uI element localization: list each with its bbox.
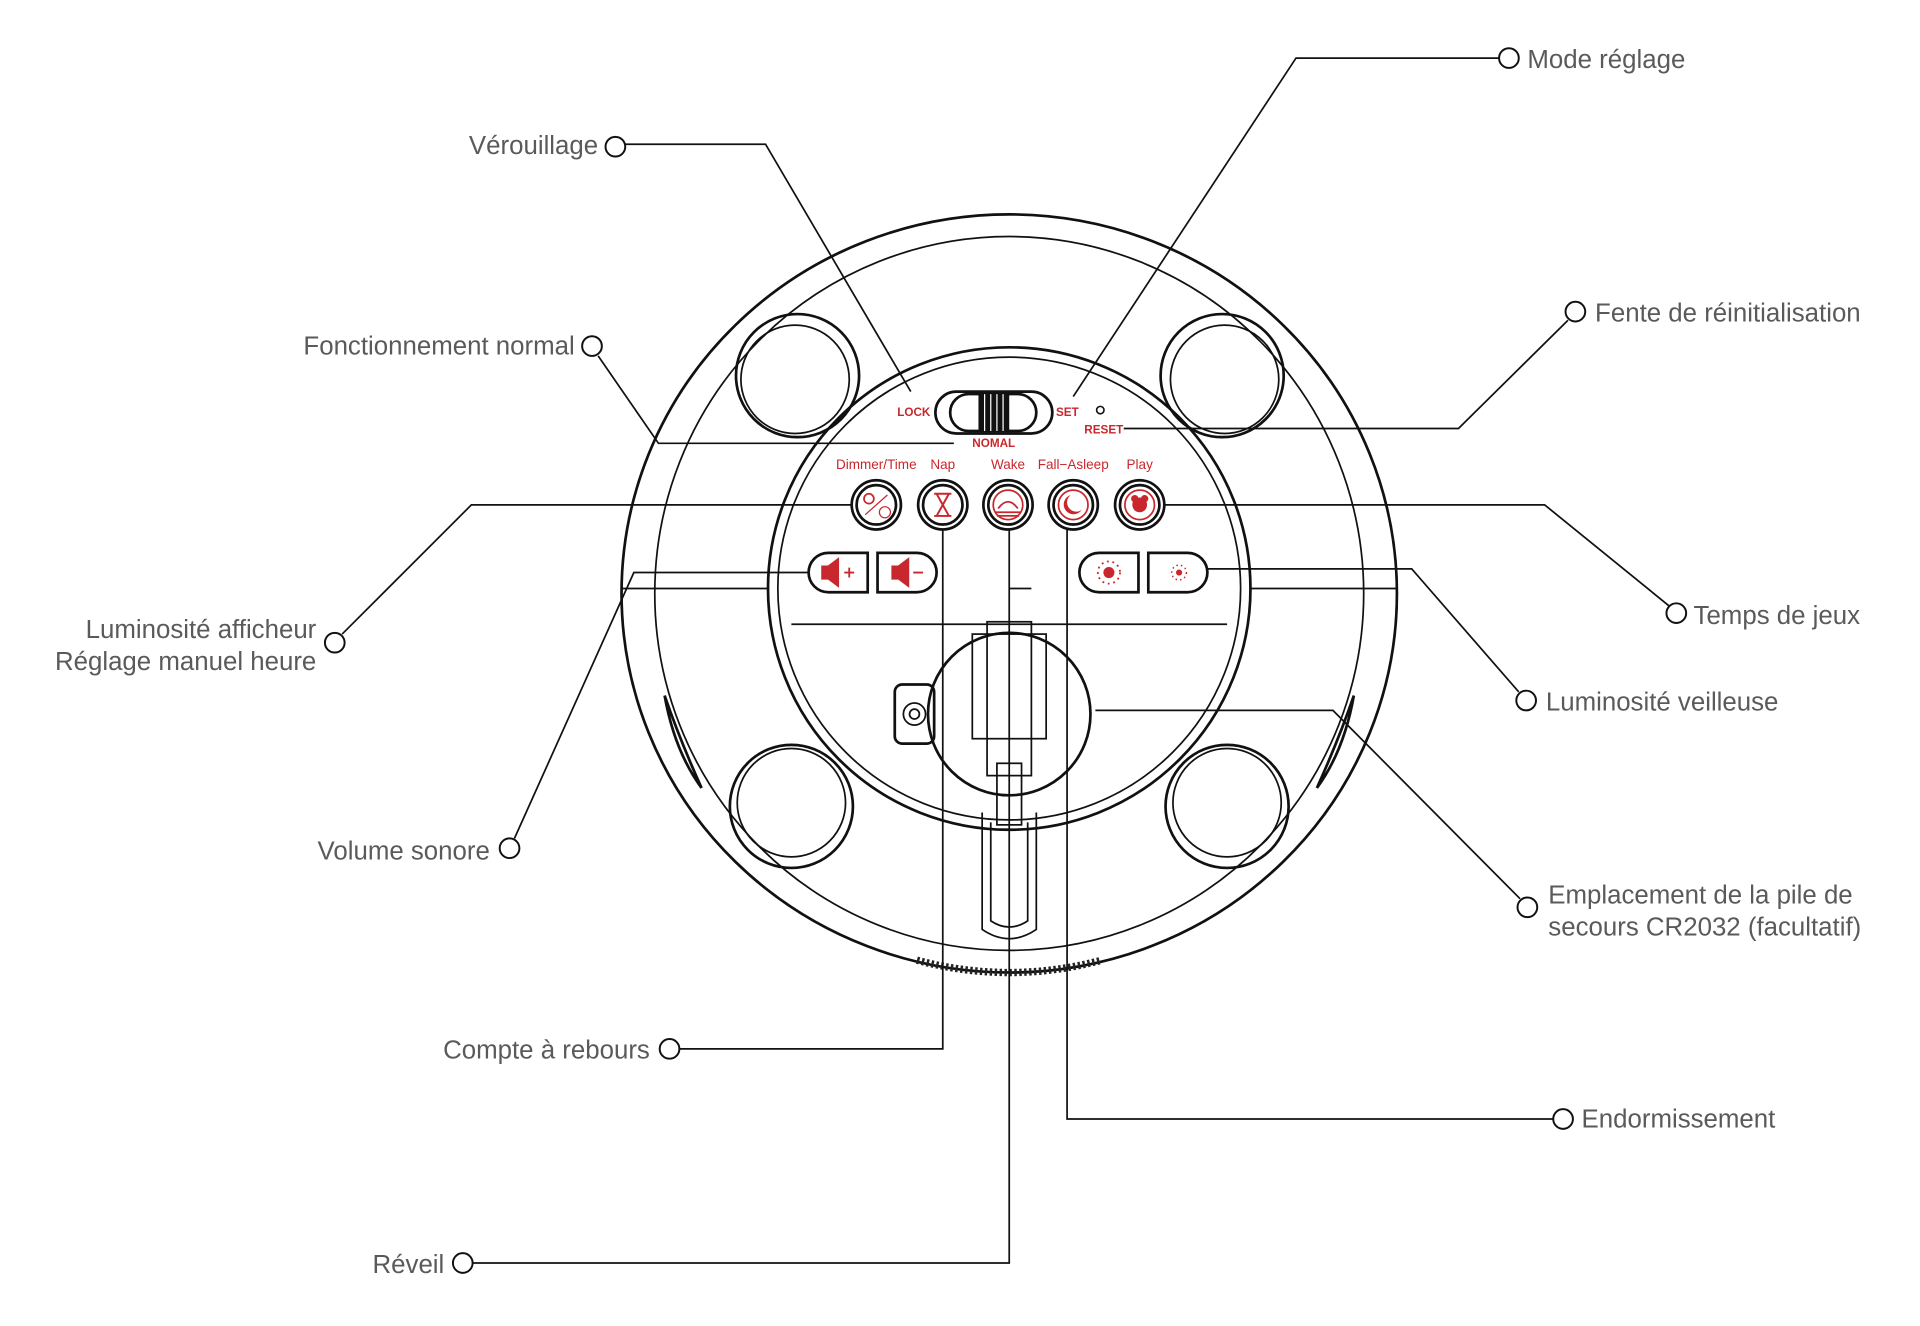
callout-luminosite-veilleuse: Luminosité veilleuse [1546,688,1779,716]
callout-reglage-manuel-heure: Réglage manuel heure [55,648,316,676]
normal-label: NOMAL [972,437,1015,450]
dimmer-time-button[interactable] [850,478,903,531]
volume-up-button[interactable] [807,551,870,594]
foot [1159,312,1286,439]
callout-dot [581,335,603,357]
callout-temps-de-jeux: Temps de jeux [1694,602,1861,630]
speaker-minus-icon [891,557,924,588]
callout-dot [1515,689,1537,712]
callout-dot [604,135,627,158]
callout-dot [1665,602,1688,624]
callout-luminosite-afficheur: Luminosité afficheur [86,616,317,644]
callout-endormissement: Endormissement [1582,1106,1776,1134]
mode-switch[interactable] [934,390,1054,435]
device-body: LOCK SET NOMAL RESET Dimmer/Time Nap Wak… [620,213,1399,977]
wake-button[interactable] [982,478,1034,531]
callout-dot [323,631,346,654]
foot [1164,743,1290,870]
wake-label: Wake [991,457,1025,472]
foot [728,743,855,870]
callout-pile-line1: Emplacement de la pile de [1548,882,1852,910]
sun-large-icon [1096,560,1121,585]
callout-dot [658,1038,681,1060]
speaker-plus-icon [821,557,855,588]
nap-button[interactable] [916,478,969,531]
volume-down-button[interactable] [876,551,938,594]
callout-reveil: Réveil [373,1251,445,1279]
sunrise-icon [992,489,1024,521]
sun-clock-icon [863,492,892,519]
callout-dot [1552,1108,1574,1130]
callout-verrouillage: Vérouillage [469,132,598,160]
callout-dot [1516,896,1539,919]
callout-fonctionnement-normal: Fonctionnement normal [303,333,574,361]
lock-label: LOCK [897,406,931,419]
nap-label: Nap [930,457,955,472]
reset-label: RESET [1084,423,1124,436]
callout-fente-reinitialisation: Fente de réinitialisation [1595,299,1861,327]
reset-hole[interactable] [1095,405,1105,415]
foot [734,312,861,439]
play-label: Play [1127,457,1154,472]
sun-small-icon [1170,564,1188,581]
puzzle-icon [1124,489,1156,521]
callout-volume-sonore: Volume sonore [318,837,490,865]
dimmer-time-label: Dimmer/Time [836,457,917,472]
callout-dot [498,837,521,860]
callout-dot [1498,47,1520,69]
set-label: SET [1056,406,1080,419]
callout-mode-reglage: Mode réglage [1527,46,1685,74]
leader-lines [341,57,1670,1264]
hourglass-icon [934,492,952,517]
play-button[interactable] [1113,478,1166,531]
callout-dot [451,1252,474,1274]
battery-compartment [893,620,1092,940]
nightlight-up-button[interactable] [1078,551,1140,594]
fall-asleep-label: Fall−Asleep [1038,457,1109,472]
callout-pile-line2: secours CR2032 (facultatif) [1548,914,1861,942]
callout-dot [1564,300,1587,323]
nightlight-down-button[interactable] [1146,551,1209,594]
fall-asleep-button[interactable] [1047,478,1100,531]
callout-compte-a-rebours: Compte à rebours [443,1037,650,1065]
moon-icon [1057,489,1089,521]
